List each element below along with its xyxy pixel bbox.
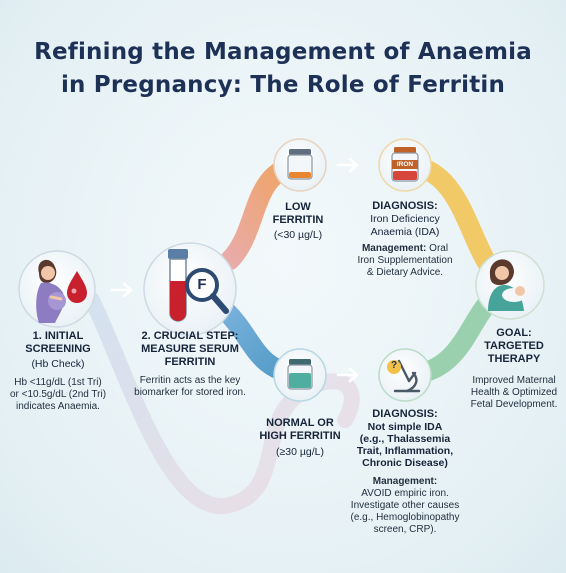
notida-mgmt-line-1: AVOID empiric iron.	[361, 488, 449, 499]
step1-heading: 1. INITIAL SCREENING	[6, 330, 110, 356]
iron-jar-icon	[391, 147, 419, 182]
step1-body: Hb <11g/dL (1st Tri) or <10.5g/dL (2nd T…	[2, 377, 114, 413]
step2-heading-line-3: FERRITIN	[164, 356, 216, 368]
step2-body-line-1: Ferritin acts as the key	[139, 375, 241, 386]
step1-subheading: (Hb Check)	[31, 358, 85, 370]
ida-mgmt-line-3: & Dietary Advice.	[366, 267, 444, 278]
arrow-right-icon	[336, 367, 359, 383]
empty-jar-icon	[287, 149, 313, 180]
page-title: Refining the Management of Anaemia in Pr…	[0, 36, 566, 102]
title-line-2: in Pregnancy: The Role of Ferritin	[60, 72, 506, 98]
magnifier-letter: F	[197, 276, 207, 293]
ida-mgmt-line-1: Management: Oral	[350, 243, 460, 255]
notida-sub-line-3: Trait, Inflammation,	[356, 445, 454, 457]
step1-body-line-1: Hb <11g/dL (1st Tri)	[14, 377, 102, 388]
low-ferritin-heading: LOW FERRITIN	[258, 201, 338, 227]
goal-heading-line-3: THERAPY	[487, 353, 541, 365]
ida-management: Management: Oral Iron Supplementation & …	[350, 243, 460, 279]
arrow-right-icon	[110, 282, 133, 298]
step1-body-line-2: or <10.5g/dL (2nd Tri)	[9, 389, 107, 400]
ida-mgmt-label: Management:	[361, 243, 427, 254]
goal-body-line-3: Fetal Development.	[470, 399, 558, 410]
ida-subheading: Iron Deficiency Anaemia (IDA)	[352, 213, 458, 239]
step2-body-line-2: biomarker for stored iron.	[134, 387, 246, 398]
step2-heading-line-2: MEASURE SERUM	[141, 343, 239, 355]
question-mark-label: ?	[390, 360, 398, 371]
microscope-icon	[393, 359, 421, 393]
ida-mgmt-line-2: Iron Supplementation	[357, 255, 453, 266]
goal-heading-line-1: GOAL:	[496, 327, 532, 339]
goal-node	[475, 250, 545, 320]
step2-heading: 2. CRUCIAL STEP: MEASURE SERUM FERRITIN	[128, 330, 252, 369]
screening-node	[18, 250, 96, 328]
notida-node	[378, 348, 432, 402]
goal-heading: GOAL: TARGETED THERAPY	[468, 327, 560, 366]
pregnant-woman-icon	[36, 259, 66, 323]
notida-mgmt-line-2: Investigate other causes	[350, 500, 460, 511]
ferritin-node	[143, 242, 237, 336]
notida-heading: DIAGNOSIS:	[372, 408, 438, 420]
ida-sub-line-2: Anaemia (IDA)	[370, 226, 440, 238]
step2-body: Ferritin acts as the key biomarker for s…	[128, 375, 252, 399]
notida-sub-line-1: Not simple IDA	[367, 421, 443, 433]
ida-node	[378, 138, 432, 192]
normal-ferritin-range: (≥30 µg/L)	[276, 446, 324, 458]
step2-heading-line-1: 2. CRUCIAL STEP:	[141, 330, 239, 342]
notida-subheading: Not simple IDA (e.g., Thalassemia Trait,…	[352, 421, 458, 469]
question-mark-icon	[387, 360, 401, 374]
notida-mgmt-label: Management:	[372, 476, 438, 487]
specimen-jar-icon	[287, 359, 313, 390]
arrow-right-icon	[336, 157, 359, 173]
notida-sub-line-4: Chronic Disease)	[362, 457, 448, 469]
ida-mgmt-line-1-rest: Oral	[426, 243, 449, 254]
goal-body-line-1: Improved Maternal	[472, 375, 556, 386]
step1-heading-line-1: 1. INITIAL	[32, 330, 84, 342]
normal-ferritin-heading: NORMAL OR HIGH FERRITIN	[250, 417, 350, 443]
magnifier-icon	[185, 268, 229, 314]
low-heading-line-2: FERRITIN	[272, 214, 324, 226]
low-heading-line-1: LOW	[285, 201, 311, 213]
goal-heading-line-2: TARGETED	[484, 340, 544, 352]
step1-heading-line-2: SCREENING	[25, 343, 91, 355]
low-ferritin-range: (<30 µg/L)	[273, 229, 323, 241]
step1-body-line-3: indicates Anaemia.	[16, 401, 100, 412]
notida-sub-line-2: (e.g., Thalassemia	[359, 433, 451, 445]
normal-ferritin-node	[273, 348, 327, 402]
ida-heading: DIAGNOSIS:	[372, 200, 438, 212]
low-ferritin-node	[273, 138, 327, 192]
iron-jar-label: IRON	[396, 161, 414, 168]
notida-mgmt-line-4: screen, CRP).	[373, 524, 437, 535]
blood-tube-icon	[168, 249, 188, 322]
goal-body-line-2: Health & Optimized	[470, 387, 558, 398]
ida-sub-line-1: Iron Deficiency	[370, 213, 440, 225]
notida-management: Management: AVOID empiric iron. Investig…	[346, 476, 464, 536]
title-line-1: Refining the Management of Anaemia	[34, 39, 532, 65]
normal-heading-line-1: NORMAL OR	[266, 417, 334, 429]
mother-baby-icon	[488, 259, 526, 311]
normal-heading-line-2: HIGH FERRITIN	[259, 430, 341, 442]
blood-drop-icon	[67, 271, 87, 303]
notida-mgmt-line-3: (e.g., Hemoglobinopathy	[350, 512, 460, 523]
goal-body: Improved Maternal Health & Optimized Fet…	[464, 375, 564, 411]
